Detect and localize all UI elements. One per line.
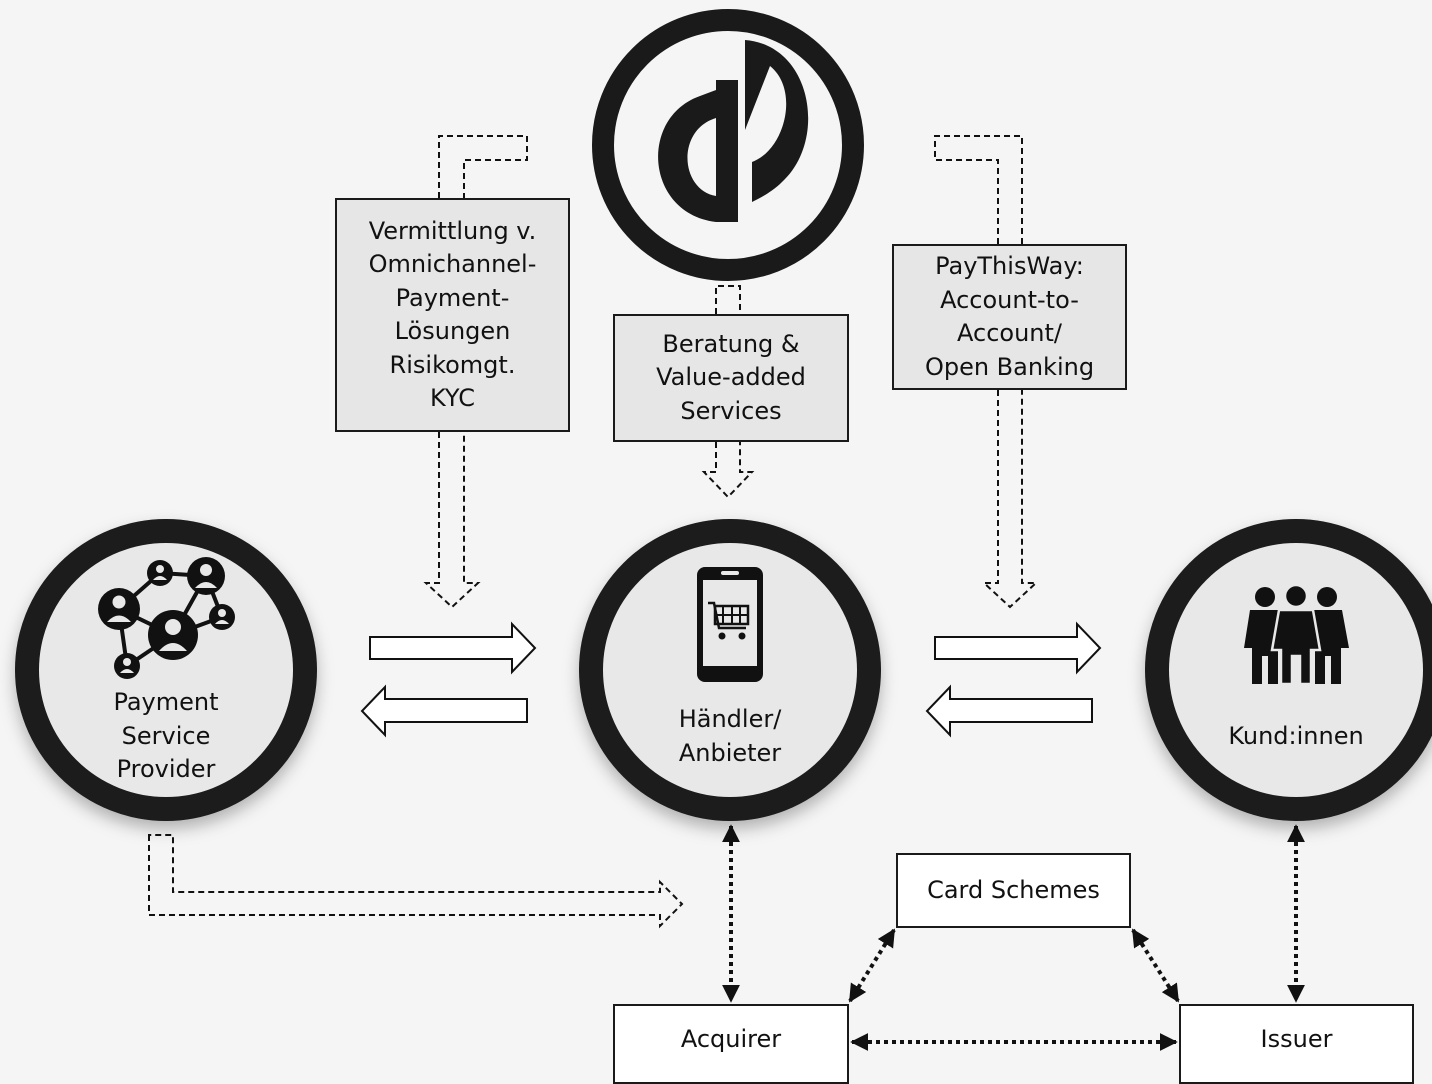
- psp-node: [15, 519, 317, 821]
- customers-node: [1145, 519, 1432, 821]
- psp-label: Payment Service Provider: [66, 686, 266, 787]
- smartphone-cart-icon: [697, 567, 763, 682]
- arrow-down-right: [981, 390, 1039, 609]
- group-people-icon: [1244, 583, 1349, 686]
- issuer-label: Issuer: [1260, 1025, 1333, 1054]
- service-box-omnichannel-line: Vermittlung v.: [368, 216, 537, 245]
- service-box-omnichannel-line: Omnichannel-: [368, 250, 537, 278]
- customers-label-text: Kund:innen: [1228, 722, 1364, 750]
- service-box-paythisway: PayThisWay: Account-to- Account/ Open Ba…: [892, 244, 1127, 390]
- merchant-label-line: Anbieter: [678, 738, 782, 767]
- service-box-consulting-line: Value-added: [656, 363, 806, 392]
- psp-label-line: Payment: [113, 688, 219, 716]
- service-box-paythisway-line: PayThisWay:: [935, 252, 1084, 280]
- service-box-omnichannel-line: Risikomgt.: [389, 350, 516, 379]
- arrow-merchant-to-customers: [934, 621, 1102, 675]
- card-schemes-label: Card Schemes: [927, 875, 1100, 904]
- service-box-omnichannel: Vermittlung v. Omnichannel- Payment- Lös…: [335, 198, 570, 432]
- connector-center-box: [715, 285, 741, 314]
- arrow-psp-to-merchant: [369, 621, 537, 675]
- service-box-consulting: Beratung & Value-added Services: [613, 314, 849, 442]
- dotted-cardschemes-issuer: [1131, 928, 1180, 1003]
- service-box-paythisway-line: Account-to-: [940, 285, 1079, 314]
- arrow-psp-to-acquirer: [148, 834, 684, 929]
- service-box-consulting-line: Beratung &: [662, 329, 800, 358]
- dp-logo-icon: [592, 9, 864, 281]
- customers-label: Kund:innen: [1196, 720, 1396, 754]
- arrow-down-center: [701, 442, 755, 499]
- acquirer-label: Acquirer: [680, 1025, 782, 1054]
- card-schemes-box: Card Schemes: [896, 853, 1131, 928]
- service-box-omnichannel-line: KYC: [430, 384, 475, 412]
- issuer-box: Issuer: [1179, 1004, 1414, 1084]
- connector-right-box: [934, 135, 1023, 244]
- dotted-cardschemes-acquirer: [848, 928, 896, 1003]
- connector-left-box: [438, 135, 528, 198]
- arrow-down-left: [423, 432, 481, 609]
- merchant-label-line: Händler/: [678, 705, 782, 733]
- service-box-paythisway-line: Open Banking: [924, 352, 1095, 381]
- merchant-node: [579, 519, 881, 821]
- psp-label-line: Provider: [116, 755, 216, 783]
- acquirer-box: Acquirer: [613, 1004, 849, 1084]
- network-people-icon: [98, 557, 235, 679]
- arrow-customers-to-merchant: [925, 684, 1093, 738]
- service-box-omnichannel-line: Lösungen: [394, 317, 511, 345]
- service-box-omnichannel-line: Payment-: [395, 283, 510, 312]
- merchant-label: Händler/ Anbieter: [630, 703, 830, 770]
- service-box-consulting-line: Services: [680, 396, 782, 425]
- service-box-paythisway-line: Account/: [957, 319, 1062, 347]
- arrow-merchant-to-psp: [360, 684, 528, 738]
- psp-label-line: Service: [121, 721, 211, 750]
